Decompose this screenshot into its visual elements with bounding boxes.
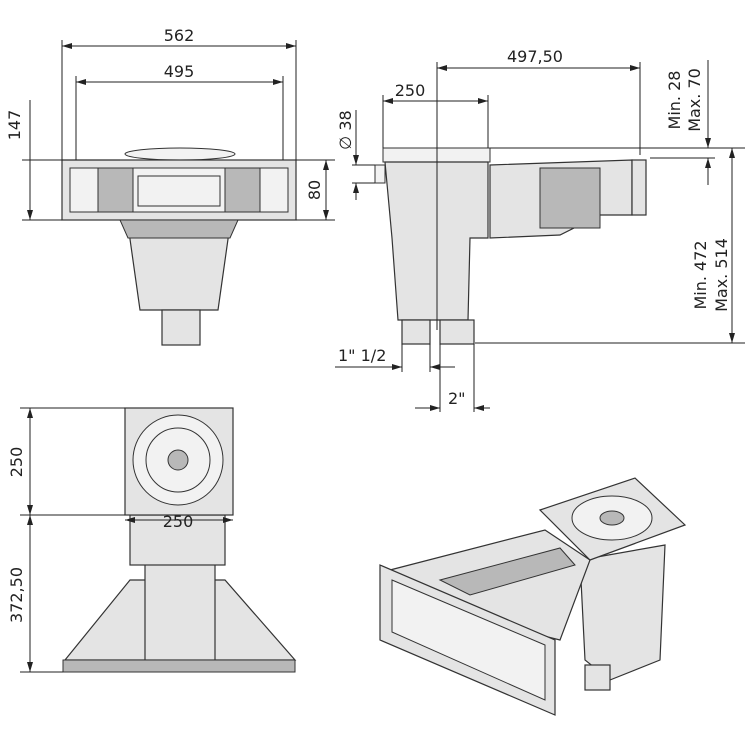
- dim-max-70: Max. 70: [685, 68, 704, 132]
- dim-min-28: Min. 28: [665, 71, 684, 130]
- side-view: 497,50 250 ∅ 38 Min. 28 Max. 70 Min. 472…: [335, 47, 745, 412]
- plan-view: 250 372,50 250: [7, 407, 297, 673]
- dim-min-472: Min. 472: [691, 240, 710, 309]
- dim-495: 495: [164, 62, 195, 81]
- dim-562: 562: [164, 26, 195, 45]
- dim-max-514: Max. 514: [712, 238, 731, 312]
- front-view: 562 495 147 80: [5, 26, 335, 346]
- dim-diameter-38: ∅ 38: [336, 110, 355, 149]
- isometric-view: [379, 477, 687, 716]
- dim-pipe-2: 2": [448, 389, 466, 408]
- dim-pipe-1-5: 1" 1/2: [338, 346, 386, 365]
- dim-497-50: 497,50: [507, 47, 563, 66]
- dim-147: 147: [5, 110, 24, 141]
- dim-250-plan-vertical: 250: [7, 447, 26, 478]
- dim-80: 80: [305, 180, 324, 200]
- dim-372-50: 372,50: [7, 567, 26, 623]
- dim-250-side: 250: [395, 81, 426, 100]
- dim-250-plan-horizontal: 250: [163, 512, 194, 531]
